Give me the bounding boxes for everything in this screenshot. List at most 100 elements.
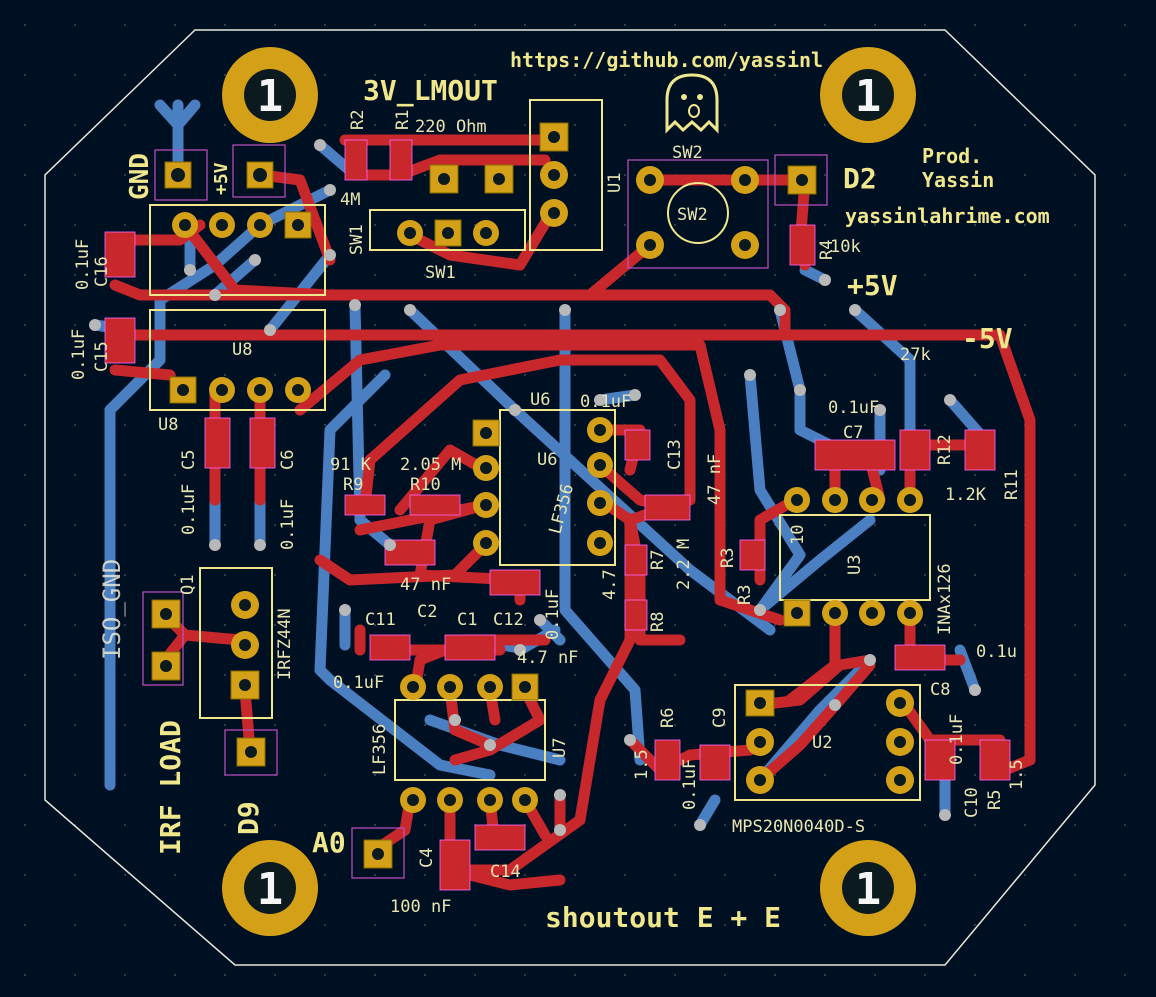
svg-text:C14: C14: [490, 862, 521, 882]
svg-text:4.7 nF: 4.7 nF: [517, 648, 578, 668]
svg-text:R3: R3: [735, 585, 755, 605]
svg-text:Q1: Q1: [178, 575, 198, 595]
label-d9: D9: [232, 801, 265, 835]
svg-text:R2: R2: [348, 110, 368, 130]
svg-text:0.1uF: 0.1uF: [73, 239, 93, 290]
svg-text:SW2: SW2: [672, 143, 703, 163]
svg-text:SW1: SW1: [347, 224, 367, 255]
svg-text:0.1uF: 0.1uF: [828, 398, 879, 418]
svg-text:27k: 27k: [900, 345, 931, 365]
net-plus5v-small: +5V: [211, 162, 232, 195]
svg-text:U2: U2: [812, 733, 832, 753]
svg-text:U8: U8: [158, 415, 178, 435]
svg-text:0.1uF: 0.1uF: [947, 714, 967, 765]
net-minus5v: -5V: [962, 322, 1013, 355]
svg-text:2.05 M: 2.05 M: [400, 455, 461, 475]
svg-text:C6: C6: [278, 450, 298, 470]
smd-pads: [104, 139, 1011, 891]
label-d2: D2: [843, 162, 877, 195]
svg-text:C16: C16: [92, 256, 112, 287]
svg-text:MPS20N0040D-S: MPS20N0040D-S: [732, 817, 865, 837]
net-iso-gnd: ISO_GND: [98, 559, 126, 660]
svg-text:220 Ohm: 220 Ohm: [415, 117, 487, 137]
svg-text:C12: C12: [493, 610, 524, 630]
svg-text:R1: R1: [393, 110, 413, 130]
svg-text:R4: R4: [817, 240, 837, 260]
svg-text:C2: C2: [417, 602, 437, 622]
svg-text:0.1uF: 0.1uF: [580, 392, 631, 412]
net-irf-load: IRF LOAD: [154, 720, 187, 855]
net-plus5v: +5V: [847, 269, 898, 302]
svg-text:0.1uF: 0.1uF: [179, 484, 199, 535]
svg-text:C5: C5: [179, 450, 199, 470]
mount-hole-bottom-left: 1: [222, 840, 318, 936]
svg-text:C9: C9: [710, 708, 730, 728]
board-outline: [44, 29, 1096, 966]
svg-text:1.2K: 1.2K: [945, 485, 987, 505]
svg-text:1.5: 1.5: [1007, 759, 1027, 790]
silkscreen-text: https://github.com/yassinl yassinlahrime…: [69, 48, 1050, 934]
svg-text:U6: U6: [530, 390, 550, 410]
svg-text:C7: C7: [843, 423, 863, 443]
svg-text:IRFZ44N: IRFZ44N: [275, 608, 295, 680]
svg-text:0.1uF: 0.1uF: [543, 589, 563, 640]
svg-text:U7: U7: [550, 738, 570, 758]
svg-text:47 nF: 47 nF: [705, 454, 725, 505]
svg-text:4.7: 4.7: [600, 569, 620, 600]
svg-text:R8: R8: [648, 612, 668, 632]
mount-hole-top-left: 1: [222, 47, 318, 143]
svg-text:R7: R7: [648, 550, 668, 570]
vias: [89, 139, 981, 836]
svg-text:47 nF: 47 nF: [400, 575, 451, 595]
svg-text:SW1: SW1: [425, 263, 456, 283]
svg-text:R9: R9: [343, 475, 363, 495]
svg-text:C8: C8: [930, 680, 950, 700]
svg-text:R11: R11: [1002, 469, 1022, 500]
svg-text:10k: 10k: [830, 237, 861, 257]
svg-text:0.1uF: 0.1uF: [278, 499, 298, 550]
svg-text:LF356: LF356: [370, 724, 390, 775]
net-a0: A0: [312, 826, 346, 859]
svg-text:R12: R12: [935, 434, 955, 465]
credit-prod: Prod.: [922, 144, 982, 168]
svg-text:10: 10: [788, 525, 808, 545]
svg-text:1: 1: [855, 864, 882, 915]
svg-text:0.1uF: 0.1uF: [333, 673, 384, 693]
svg-text:R6: R6: [658, 708, 678, 728]
svg-text:U6: U6: [537, 450, 557, 470]
svg-text:0.1uF: 0.1uF: [69, 329, 89, 380]
svg-text:4M: 4M: [340, 190, 360, 210]
silkscreen-outlines: [142, 99, 931, 879]
svg-text:1: 1: [257, 864, 284, 915]
credit-name: Yassin: [922, 168, 994, 192]
svg-text:0.1uF: 0.1uF: [680, 759, 700, 810]
svg-text:C1: C1: [457, 610, 477, 630]
mount-hole-bottom-right: 1: [820, 840, 916, 936]
svg-text:C10: C10: [962, 787, 982, 818]
svg-text:C15: C15: [92, 341, 112, 372]
svg-text:C4: C4: [417, 848, 437, 868]
site-url: yassinlahrime.com: [845, 204, 1050, 228]
svg-text:R5: R5: [985, 790, 1005, 810]
svg-text:91 K: 91 K: [330, 455, 372, 475]
svg-text:U1: U1: [605, 173, 625, 193]
mount-hole-top-right: 1: [820, 47, 916, 143]
ghost-logo: [665, 73, 719, 134]
svg-text:R10: R10: [410, 475, 441, 495]
svg-text:C13: C13: [665, 439, 685, 470]
svg-text:C11: C11: [365, 610, 396, 630]
svg-text:R3: R3: [718, 548, 738, 568]
through-hole-pads: [151, 122, 923, 869]
svg-text:1: 1: [257, 71, 284, 122]
net-3v-lmout: 3V_LMOUT: [363, 74, 498, 107]
svg-text:U3: U3: [845, 555, 865, 575]
shoutout-text: shoutout E + E: [545, 901, 781, 934]
svg-text:SW2: SW2: [677, 205, 708, 225]
svg-text:2.2 M: 2.2 M: [674, 539, 694, 590]
svg-text:U8: U8: [232, 340, 252, 360]
mounting-holes: 1 1 1 1: [222, 47, 916, 936]
svg-text:1.5: 1.5: [632, 749, 652, 780]
github-url: https://github.com/yassinl: [510, 48, 823, 72]
net-gnd: GND: [125, 153, 155, 200]
